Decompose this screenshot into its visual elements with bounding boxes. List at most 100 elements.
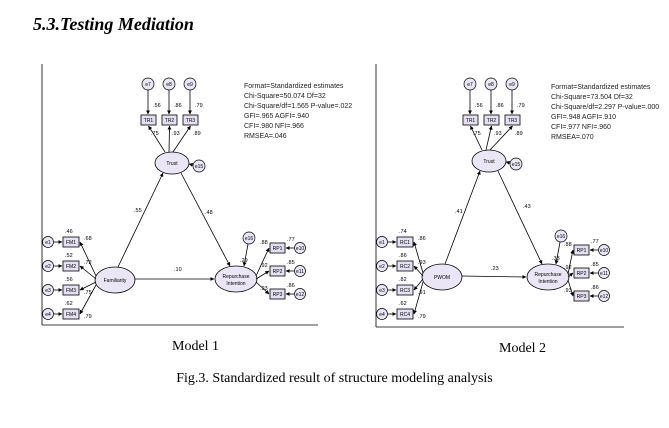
trust-item-box — [182, 114, 199, 126]
predictor-item-label: RC3 — [400, 288, 410, 294]
outcome-item-label: RP3 — [577, 294, 587, 300]
outcome-label-line1: Repurchase — [535, 272, 562, 278]
outcome-item-error-label: e10 — [600, 248, 609, 254]
predictor-item-label: FM2 — [66, 264, 76, 270]
trust-error-arrow — [188, 162, 194, 167]
predictor-item-error-label: e1 — [45, 240, 51, 246]
trust-item-error-label: e9 — [509, 82, 515, 88]
predictor-item-box — [396, 260, 414, 272]
fit-line: GFI=.948 AGFI=.910 — [551, 114, 616, 121]
fit-line: Chi-Square/df=1.565 P-value=.022 — [244, 103, 352, 110]
predictor-item-label: RC1 — [400, 240, 410, 246]
item-r2: .56 — [153, 103, 161, 109]
predictor-loading: .75 — [84, 290, 92, 296]
outcome-r2: .33 — [552, 256, 560, 262]
outcome-item-error-label: e12 — [600, 294, 609, 300]
trust-loading-path — [489, 125, 513, 151]
outcome-latent — [214, 265, 258, 293]
section-heading: 5.3.Testing Mediation — [33, 14, 194, 34]
trust-loading: .89 — [515, 131, 523, 137]
path-b-coefficient: .43 — [523, 204, 531, 210]
figure-caption: Fig.3. Standardized result of structure … — [176, 371, 493, 386]
outcome-error — [554, 229, 568, 243]
trust-label: Trust — [166, 161, 178, 167]
trust-loading-path — [470, 125, 483, 151]
predictor-item-error-label: e2 — [45, 264, 51, 270]
item-r2: .74 — [399, 229, 407, 235]
predictor-loading-path — [413, 278, 424, 291]
outcome-loading: .92 — [564, 265, 572, 271]
item-r2: .56 — [475, 103, 483, 109]
outcome-error-label: e16 — [557, 234, 566, 240]
outcome-item-error-label: e10 — [296, 246, 305, 252]
predictor-item-label: RC2 — [400, 264, 410, 270]
trust-item-label: TR3 — [508, 118, 518, 124]
item-r2: .46 — [65, 229, 73, 235]
outcome-item-label: RP1 — [577, 248, 587, 254]
item-r2: .62 — [399, 301, 407, 307]
item-r2: .56 — [65, 277, 73, 283]
outcome-item-label: RP1 — [273, 246, 283, 252]
trust-error-arrow — [505, 160, 511, 165]
item-r2: .85 — [287, 260, 295, 266]
outcome-error-arrow — [554, 241, 561, 265]
item-r2: .86 — [496, 103, 504, 109]
outcome-loading-path — [567, 279, 574, 297]
outcome-error-arrow — [242, 243, 249, 267]
model-1-label: Model 1 — [172, 339, 220, 354]
fit-line: Chi-Square=73.504 Df=32 — [551, 94, 633, 101]
outcome-loading: .93 — [564, 288, 572, 294]
trust-loading: .89 — [193, 131, 201, 137]
predictor-item-label: RC4 — [400, 312, 410, 318]
trust-item-error-label: e8 — [488, 82, 494, 88]
item-r2: .82 — [399, 277, 407, 283]
fit-line: Format=Standardized estimates — [551, 84, 651, 91]
path-a-coefficient: .41 — [455, 209, 463, 215]
outcome-loading: .88 — [260, 240, 268, 246]
item-r2: .62 — [65, 301, 73, 307]
trust-item-error-label: e8 — [166, 82, 172, 88]
item-r2: .85 — [591, 262, 599, 268]
outcome-item-box — [269, 288, 286, 300]
predictor-loading-path — [79, 241, 97, 277]
predictor-item-label: FM4 — [66, 312, 76, 318]
trust-loading-path — [148, 125, 166, 153]
outcome-latent — [526, 263, 570, 291]
path-b-coefficient: .48 — [205, 210, 213, 216]
predictor-item-box — [396, 284, 414, 296]
trust-loading-path — [485, 125, 493, 151]
fit-line: Chi-Square=50.074 Df=32 — [244, 93, 326, 100]
outcome-item-error — [294, 242, 306, 254]
predictor-item-box — [62, 260, 80, 272]
trust-loading-path — [167, 125, 172, 153]
predictor-item-error-label: e3 — [379, 288, 385, 294]
outcome-item-label: RP2 — [577, 271, 587, 277]
fit-statistics: Format=Standardized estimatesChi-Square=… — [244, 83, 352, 140]
path-predictor-trust — [444, 170, 481, 265]
trust-item-label: TR1 — [466, 118, 476, 124]
outcome-item-label: RP3 — [273, 292, 283, 298]
outcome-item-box — [573, 267, 590, 279]
trust-item-error-label: e7 — [145, 82, 151, 88]
trust-item-error-label: e7 — [467, 82, 473, 88]
predictor-item-error — [42, 284, 54, 296]
path-c-coefficient: .23 — [491, 266, 499, 272]
outcome-loading-path — [255, 281, 270, 295]
trust-loading: .75 — [151, 131, 159, 137]
predictor-item-box — [396, 236, 414, 248]
predictor-latent — [94, 266, 136, 294]
fit-line: Format=Standardized estimates — [244, 83, 344, 90]
predictor-item-error — [42, 260, 54, 272]
item-r2: .79 — [517, 103, 525, 109]
predictor-item-box — [396, 308, 414, 320]
item-r2: .52 — [65, 253, 73, 259]
outcome-label-line2: Intention — [226, 281, 245, 287]
path-trust-outcome — [497, 170, 543, 265]
fit-statistics: Format=Standardized estimatesChi-Square=… — [551, 84, 659, 141]
outcome-item-error-label: e11 — [296, 269, 304, 275]
predictor-loading: .86 — [418, 236, 426, 242]
outcome-r2: .29 — [240, 258, 248, 264]
outcome-item-error — [294, 288, 306, 300]
item-r2: .86 — [174, 103, 182, 109]
